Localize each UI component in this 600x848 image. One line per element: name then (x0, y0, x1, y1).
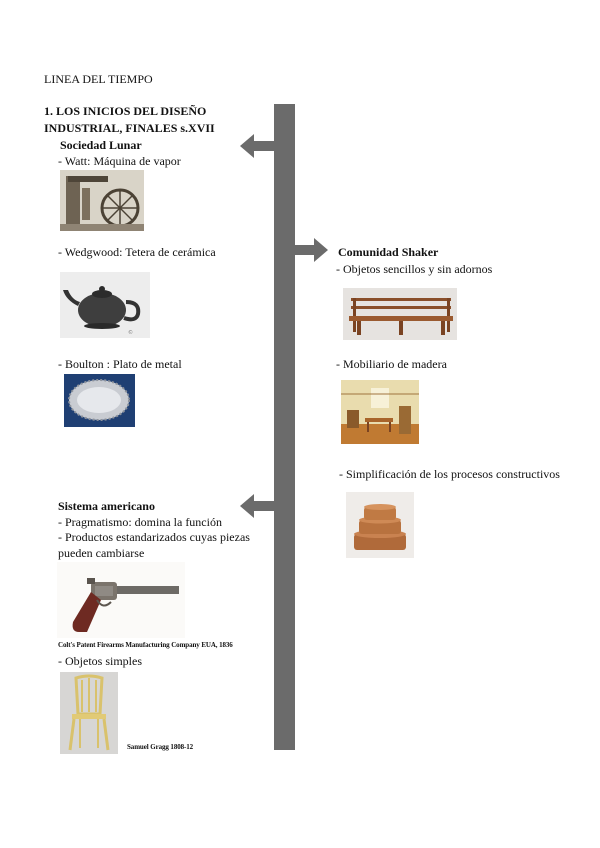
revolver-caption: Colt's Patent Firearms Manufacturing Com… (58, 641, 233, 649)
arrow-left-icon-2 (240, 494, 276, 518)
chair-photo (60, 672, 118, 754)
shaker-item3-label: - Simplificación de los procesos constru… (339, 467, 560, 481)
page-heading: LINEA DEL TIEMPO (44, 72, 153, 86)
shaker-title: Comunidad Shaker (338, 245, 439, 259)
steam-engine-photo (60, 170, 144, 231)
bench-photo (343, 288, 457, 340)
american-line4: - Objetos simples (58, 654, 142, 668)
arrow-left-icon (240, 134, 276, 158)
chair-caption: Samuel Gragg 1808-12 (127, 743, 194, 751)
arrow-right-icon (294, 238, 328, 262)
interior-photo (341, 380, 419, 444)
section1-title-line2: INDUSTRIAL, FINALES s.XVII (44, 121, 215, 135)
section1-subtitle: Sociedad Lunar (60, 138, 142, 152)
shaker-item2-label: - Mobiliario de madera (336, 357, 447, 371)
wedgwood-label: - Wedgwood: Tetera de cerámica (58, 245, 216, 259)
section1-title-line1: 1. LOS INICIOS DEL DISEÑO (44, 104, 207, 118)
wooden-boxes-photo (346, 492, 414, 558)
boulton-label: - Boulton : Plato de metal (58, 357, 182, 371)
revolver-photo (57, 562, 185, 638)
american-line3: pueden cambiarse (58, 546, 145, 560)
teapot-photo: © (60, 272, 150, 338)
svg-text:©: © (128, 329, 133, 336)
metal-plate-photo (64, 374, 135, 427)
american-line1: - Pragmatismo: domina la función (58, 515, 222, 529)
american-line2: - Productos estandarizados cuyas piezas (58, 530, 250, 544)
watt-label: - Watt: Máquina de vapor (58, 154, 181, 168)
american-title: Sistema americano (58, 499, 155, 513)
timeline-bar (274, 104, 295, 750)
shaker-item1-label: - Objetos sencillos y sin adornos (336, 262, 493, 276)
